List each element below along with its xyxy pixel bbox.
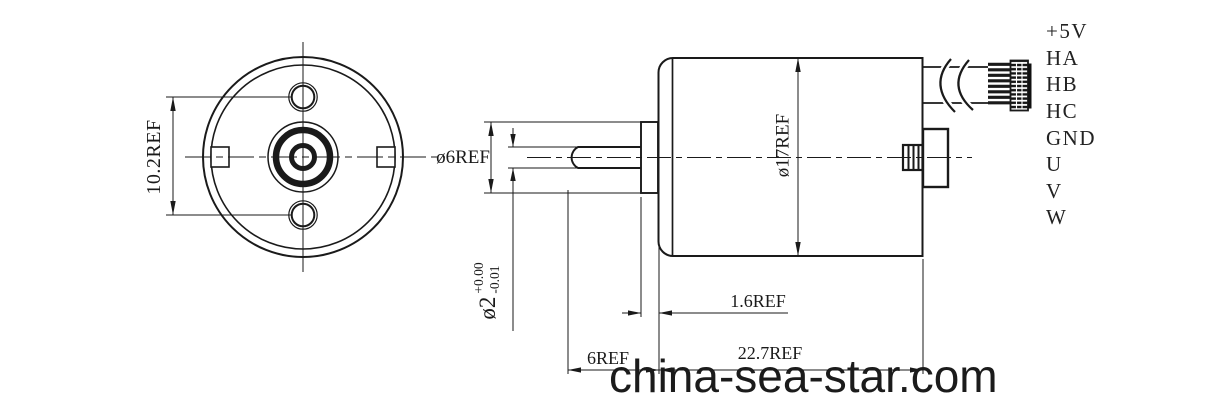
dim-label-body-length: 22.7REF [737,343,803,363]
front-view [185,42,445,272]
wire-label-v: V [1046,179,1063,203]
wire-label-ha: HA [1046,46,1080,70]
dimension-linework [166,58,924,374]
tolerance-lower: -0.01 [487,265,502,294]
dim-label-hole-spacing: 10.2REF [143,119,165,195]
wire-label-gnd: GND [1046,126,1096,150]
wire-label-hb: HB [1046,72,1079,96]
shaft-diameter-tolerance: +0.00 -0.01 [471,262,502,293]
dim-label-body-diameter: ø17REF [772,113,794,178]
connector-housing [1009,59,1029,112]
shaft-diameter-value: ø2 [474,296,500,320]
wire-label-hc: HC [1046,99,1079,123]
wire-label-5v: +5V [1046,19,1089,43]
wire-strands [988,62,1010,105]
wire-label-u: U [1046,152,1063,176]
wire-label-w: W [1046,205,1068,229]
dim-label-boss-length: 1.6REF [730,291,786,311]
watermark-text: china-sea-star.com [609,350,998,402]
tolerance-upper: +0.00 [471,262,487,294]
cable-and-connector [922,56,1032,115]
dim-label-shaft-diameter: ø2 +0.00 -0.01 [468,249,506,333]
cable-break-icon [957,59,974,111]
dim-label-shaft-length: 6REF [586,348,629,368]
cable-break-icon [939,58,956,113]
dim-label-boss-diameter: ø6REF [436,147,490,168]
